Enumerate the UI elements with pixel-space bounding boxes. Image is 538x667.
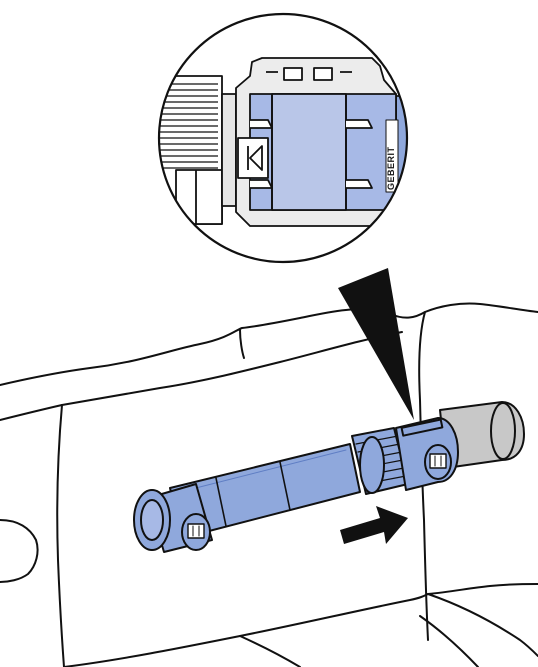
brand-label: GEBERIT bbox=[386, 146, 396, 190]
detail-magnifier: GEBERIT bbox=[157, 12, 409, 264]
blue-pipe-assembly bbox=[133, 417, 459, 553]
metal-pipe bbox=[439, 401, 525, 469]
push-direction-arrow-icon bbox=[340, 506, 408, 544]
wall-sleeve bbox=[0, 302, 538, 667]
insertion-mark-icon bbox=[237, 137, 269, 179]
callout-pointer bbox=[338, 268, 414, 420]
